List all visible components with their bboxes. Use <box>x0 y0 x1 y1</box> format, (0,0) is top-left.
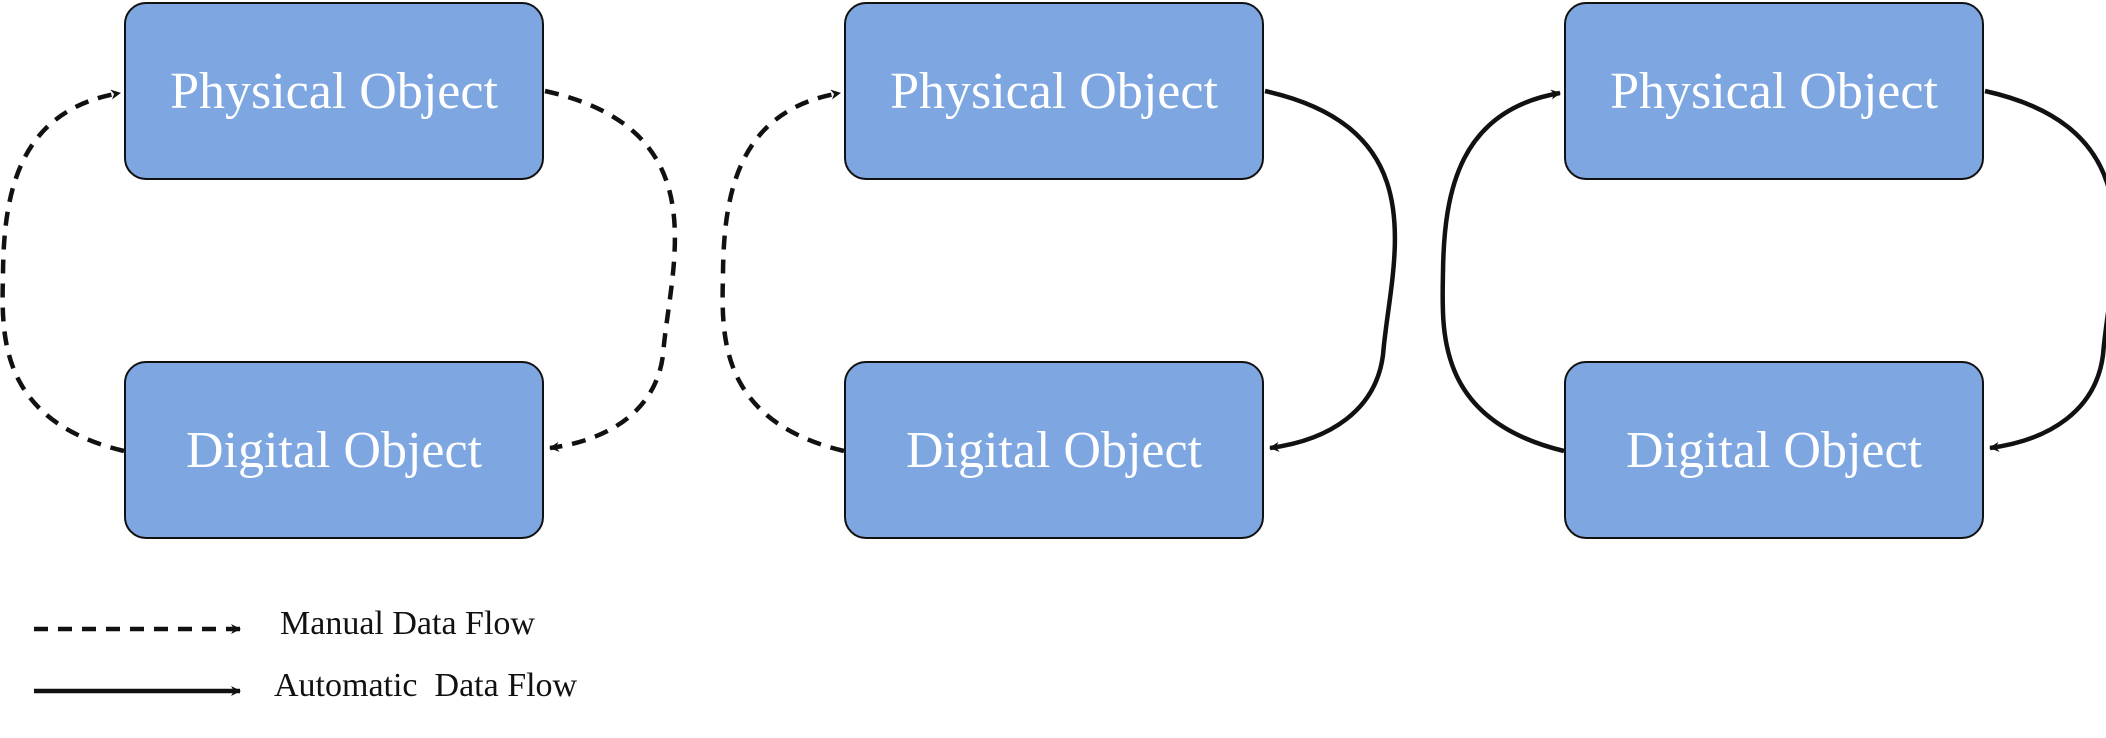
physical-object-label: Physical Object <box>170 62 498 120</box>
arrow-digital-to-physical-1 <box>0 89 125 454</box>
physical-object-label: Physical Object <box>890 62 1218 120</box>
digital-object-box-2: Digital Object <box>844 361 1264 539</box>
digital-object-label: Digital Object <box>185 421 483 479</box>
digital-object-box-3: Digital Object <box>1564 361 1984 539</box>
digital-object-label: Digital Object <box>1625 421 1923 479</box>
digital-object-box-1: Digital Object <box>124 361 544 539</box>
legend-manual-label: Manual Data Flow <box>280 605 535 642</box>
arrow-physical-to-digital-2 <box>1264 88 1398 452</box>
physical-object-label: Physical Object <box>1610 62 1938 120</box>
digital-object-label: Digital Object <box>905 421 1203 479</box>
arrow-physical-to-digital-1 <box>544 88 678 452</box>
physical-object-box-1: Physical Object <box>124 2 544 180</box>
arrow-physical-to-digital-3 <box>1984 88 2106 452</box>
physical-object-box-2: Physical Object <box>844 2 1264 180</box>
physical-object-box-3: Physical Object <box>1564 2 1984 180</box>
arrow-digital-to-physical-3 <box>1440 89 1565 454</box>
arrow-digital-to-physical-2 <box>720 89 845 454</box>
legend-automatic-label: Automatic Data Flow <box>274 667 578 704</box>
